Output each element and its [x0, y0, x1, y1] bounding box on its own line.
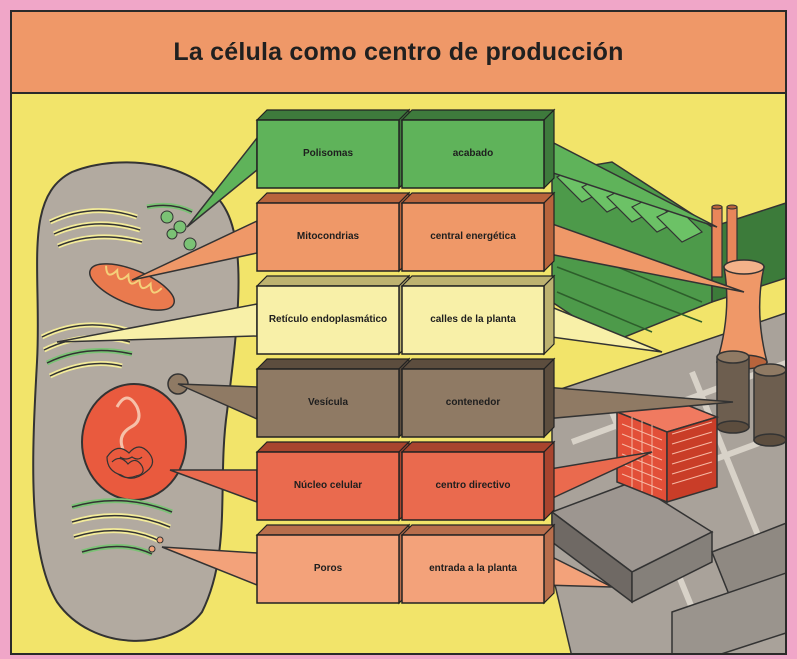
cell-top-factory-nucleus — [400, 441, 556, 453]
power-plant-tower — [715, 259, 768, 370]
table-cell-factory-pores — [401, 534, 545, 604]
pores — [148, 536, 164, 553]
cell-top-factory-mitochondria — [400, 192, 556, 204]
title-bar: La célula como centro de producción — [12, 12, 785, 94]
table-cell-organelle-polysomes — [256, 119, 400, 189]
cell-top-organelle-pores — [255, 524, 411, 536]
table-cell-organelle-pores — [256, 534, 400, 604]
cell-top-organelle-polysomes — [255, 109, 411, 121]
cell-top-organelle-er — [255, 275, 411, 287]
cell-side-factory-polysomes — [543, 108, 555, 190]
callout-wedges — [56, 135, 745, 588]
table-cell-factory-vesicle — [401, 368, 545, 438]
polysomes — [160, 210, 197, 251]
golgi-stack-top — [48, 202, 194, 249]
factory-low-building-front — [631, 530, 713, 604]
headquarters-building — [614, 396, 720, 504]
nucleus — [81, 383, 187, 501]
cell-top-factory-pores — [400, 524, 556, 536]
cell-top-organelle-nucleus — [255, 441, 411, 453]
table-cell-organelle-vesicle — [256, 368, 400, 438]
table-cell-organelle-er — [256, 285, 400, 355]
cell-side-factory-pores — [543, 523, 555, 605]
cell-top-factory-polysomes — [400, 109, 556, 121]
table-cell-factory-er — [401, 285, 545, 355]
cell-top-organelle-vesicle — [255, 358, 411, 370]
correspondence-table — [255, 108, 556, 605]
page-title: La célula como centro de producción — [173, 37, 624, 66]
cell-top-factory-vesicle — [400, 358, 556, 370]
table-cell-factory-nucleus — [401, 451, 545, 521]
factory-slab-right-2 — [671, 572, 785, 653]
cell-top-factory-er — [400, 275, 556, 287]
golgi-stack-bottom — [71, 498, 173, 557]
table-cell-organelle-nucleus — [256, 451, 400, 521]
cell-illustration — [32, 161, 240, 642]
container-silos — [716, 350, 785, 447]
cell-factory-illustration — [32, 108, 785, 653]
cell-side-factory-nucleus — [543, 440, 555, 522]
cell-side-factory-vesicle — [543, 357, 555, 439]
table-cell-factory-mitochondria — [401, 202, 545, 272]
table-cell-factory-polysomes — [401, 119, 545, 189]
mitochondrion — [89, 263, 175, 311]
cell-top-organelle-mitochondria — [255, 192, 411, 204]
cell-side-factory-er — [543, 274, 555, 356]
table-cell-organelle-mitochondria — [256, 202, 400, 272]
cell-side-factory-mitochondria — [543, 191, 555, 273]
